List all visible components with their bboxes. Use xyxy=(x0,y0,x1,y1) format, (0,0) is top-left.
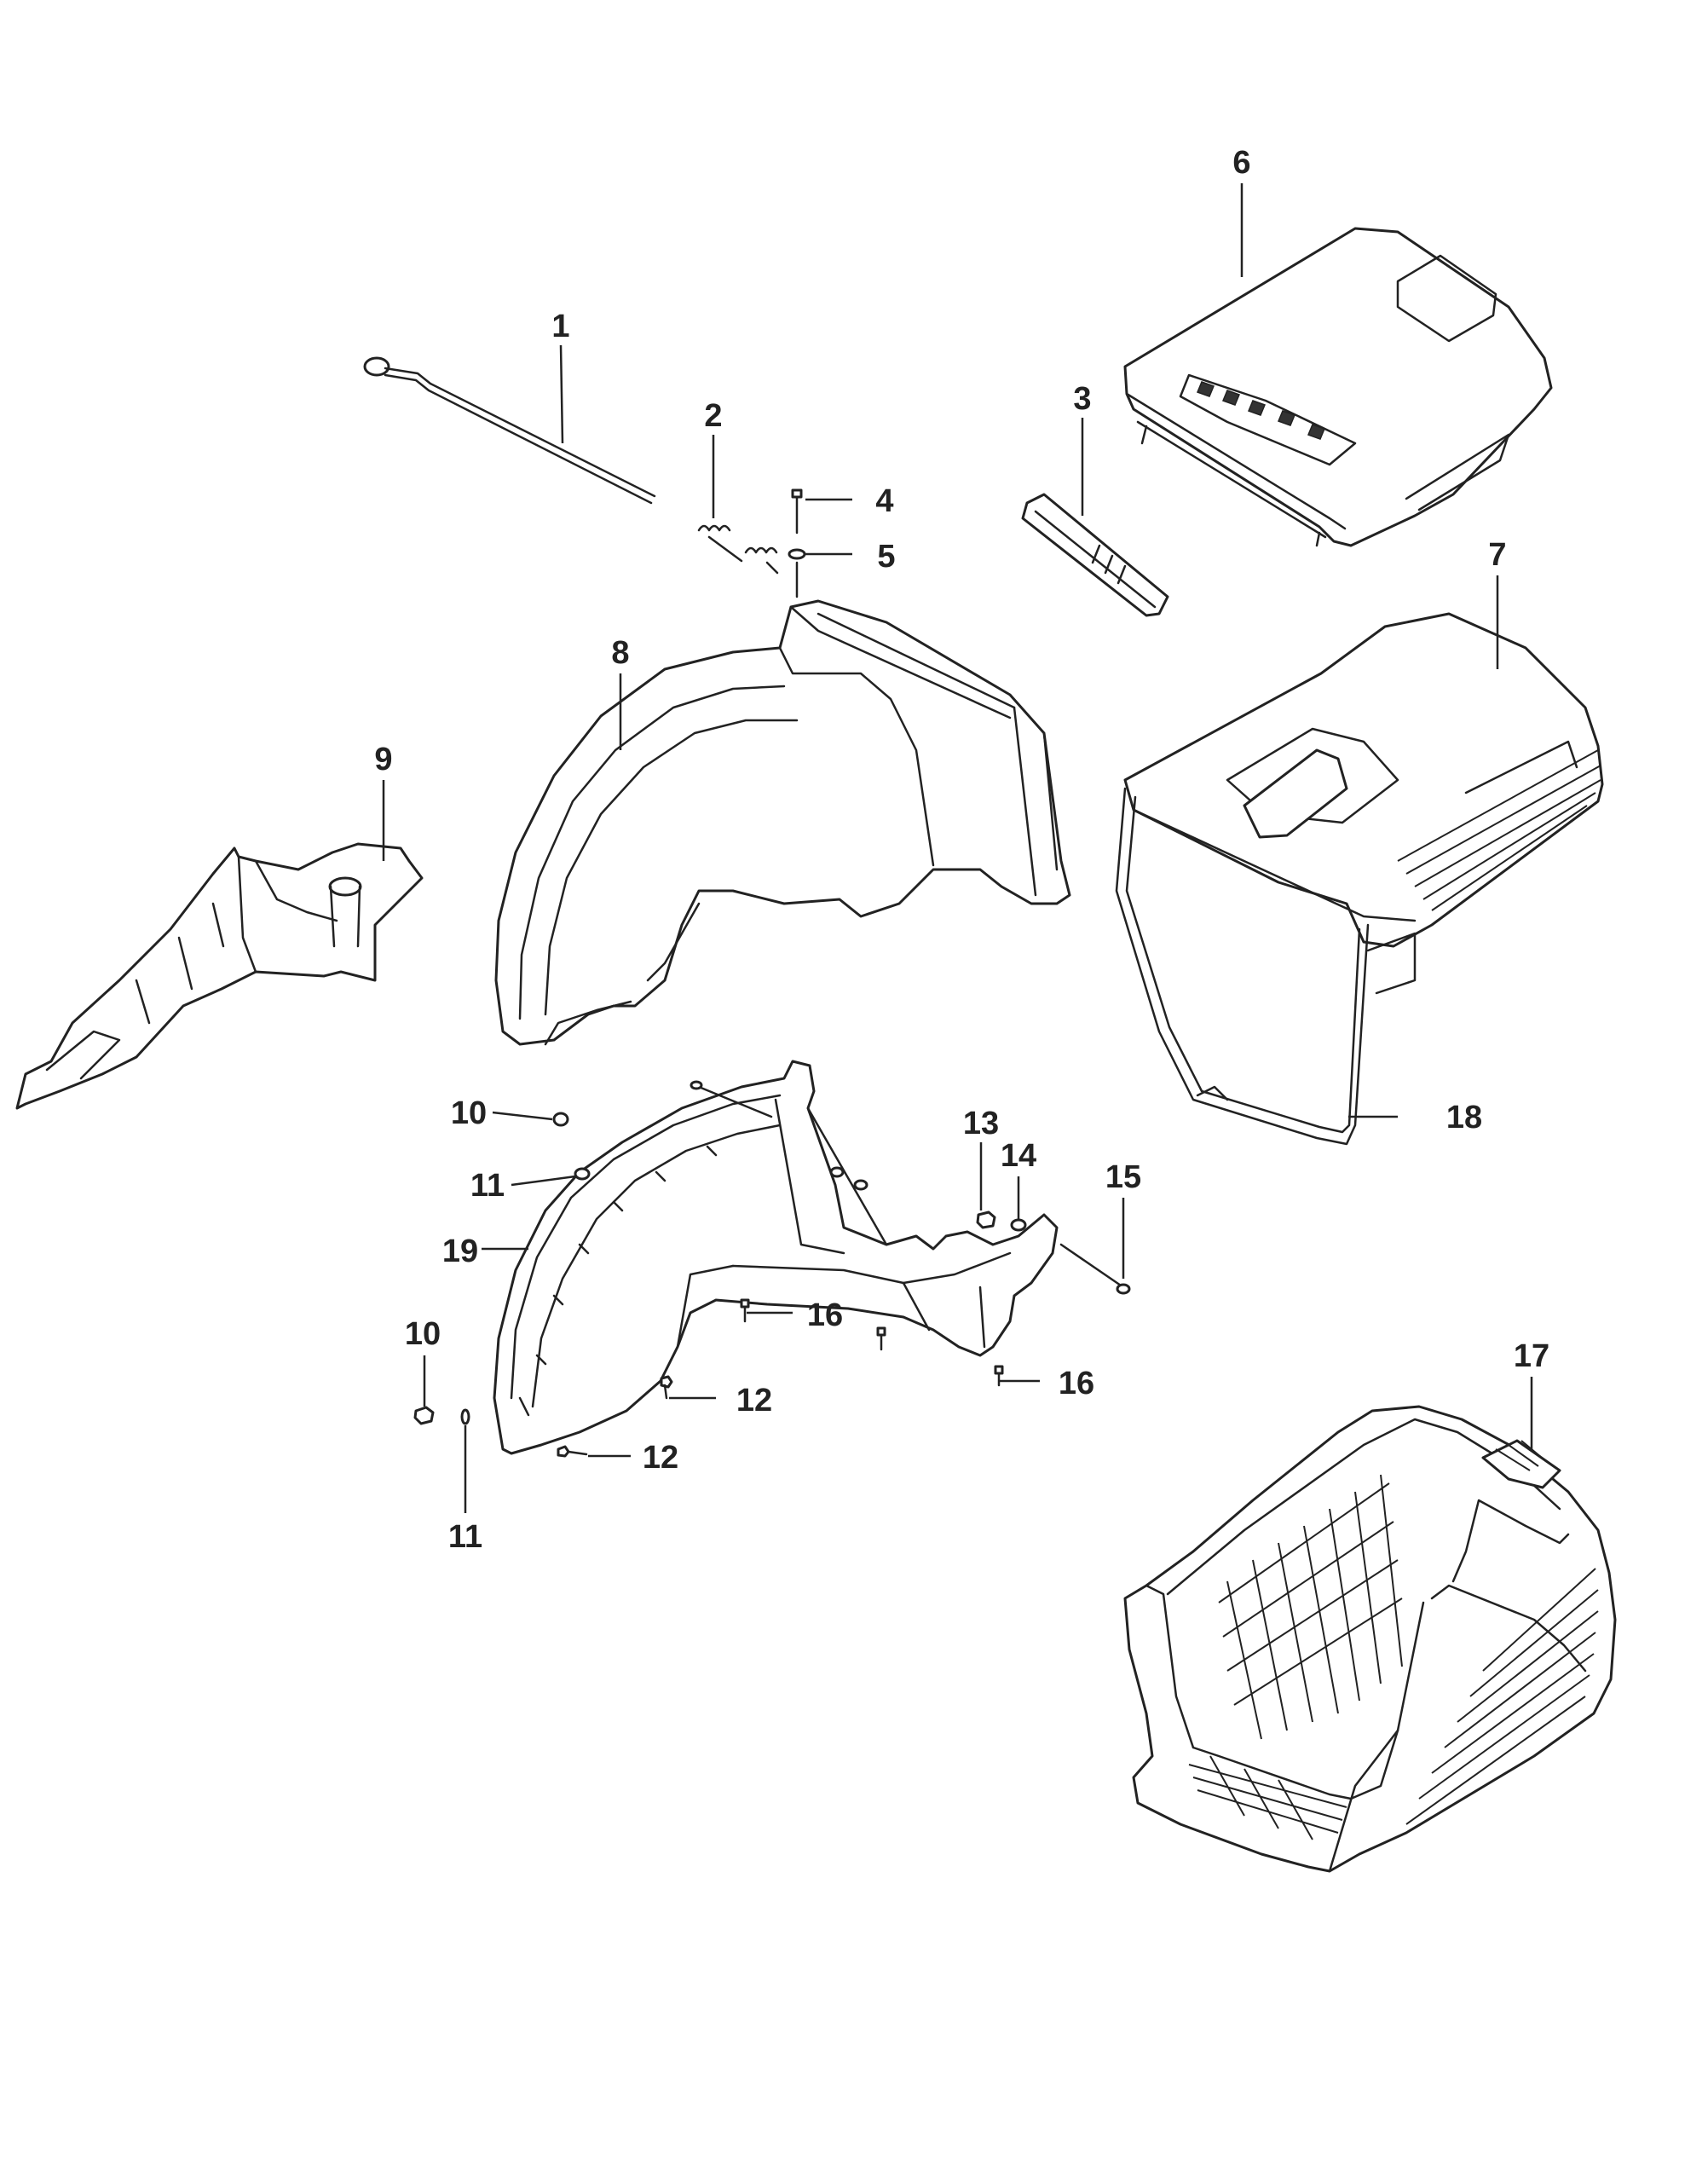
part-16-screw-a xyxy=(740,1298,750,1323)
leader-lines xyxy=(382,183,1533,1513)
callout-10-upper: 10 xyxy=(451,1095,487,1131)
callout-11-upper: 11 xyxy=(470,1168,505,1204)
part-13-nut xyxy=(976,1210,996,1229)
callout-10-lower: 10 xyxy=(405,1316,441,1352)
part-10-nut-a xyxy=(552,1112,569,1127)
callout-9: 9 xyxy=(374,742,392,777)
part-9-side-guard xyxy=(15,842,424,1110)
callout-7: 7 xyxy=(1488,537,1506,573)
part-12-screw-a xyxy=(660,1375,673,1400)
part-12-screw-b xyxy=(557,1445,588,1458)
part-15-bolt xyxy=(1059,1243,1131,1295)
part-5-washer xyxy=(788,548,806,598)
callout-15: 15 xyxy=(1105,1159,1141,1195)
part-18-frame xyxy=(1115,787,1417,1146)
part-17-basket xyxy=(1123,1405,1617,1873)
part-6-top-cover xyxy=(1123,227,1553,547)
part-2-spring xyxy=(697,524,779,575)
part-10-nut-b xyxy=(413,1406,435,1425)
callout-12-upper: 12 xyxy=(736,1383,772,1418)
part-11-washer-a xyxy=(574,1167,591,1181)
callout-16-upper: 16 xyxy=(807,1297,843,1333)
part-19-lower-chute xyxy=(493,1060,1059,1455)
callout-8: 8 xyxy=(611,635,629,671)
callout-1: 1 xyxy=(551,309,569,344)
part-8-upper-chute xyxy=(494,599,1071,1046)
callout-4: 4 xyxy=(875,483,893,519)
callout-16-lower: 16 xyxy=(1059,1366,1094,1401)
callout-19: 19 xyxy=(442,1234,478,1269)
callout-11-lower: 11 xyxy=(448,1519,482,1555)
callout-18: 18 xyxy=(1446,1100,1482,1135)
part-16-screw-c xyxy=(994,1365,1004,1387)
callout-6: 6 xyxy=(1232,145,1250,181)
callout-5: 5 xyxy=(877,539,895,575)
part-3-handle xyxy=(1021,493,1169,617)
part-14-washer xyxy=(1010,1218,1027,1232)
callout-14: 14 xyxy=(1001,1138,1036,1174)
callouts: 1 2 3 4 5 6 7 8 9 10 10 11 11 12 12 13 1… xyxy=(374,145,1549,1555)
callout-12-lower: 12 xyxy=(643,1440,678,1476)
callout-3: 3 xyxy=(1073,381,1091,417)
callout-13: 13 xyxy=(963,1106,999,1141)
hardware-bolt-top xyxy=(690,1080,868,1191)
part-16-screw-b xyxy=(876,1326,886,1351)
part-11-washer-b xyxy=(460,1408,470,1425)
callout-17: 17 xyxy=(1514,1338,1549,1374)
part-4-screw xyxy=(791,488,803,534)
callout-2: 2 xyxy=(704,398,722,434)
part-1-rod xyxy=(363,356,656,505)
part-7-bag-lid xyxy=(1123,612,1604,948)
warning-label xyxy=(1179,373,1357,466)
